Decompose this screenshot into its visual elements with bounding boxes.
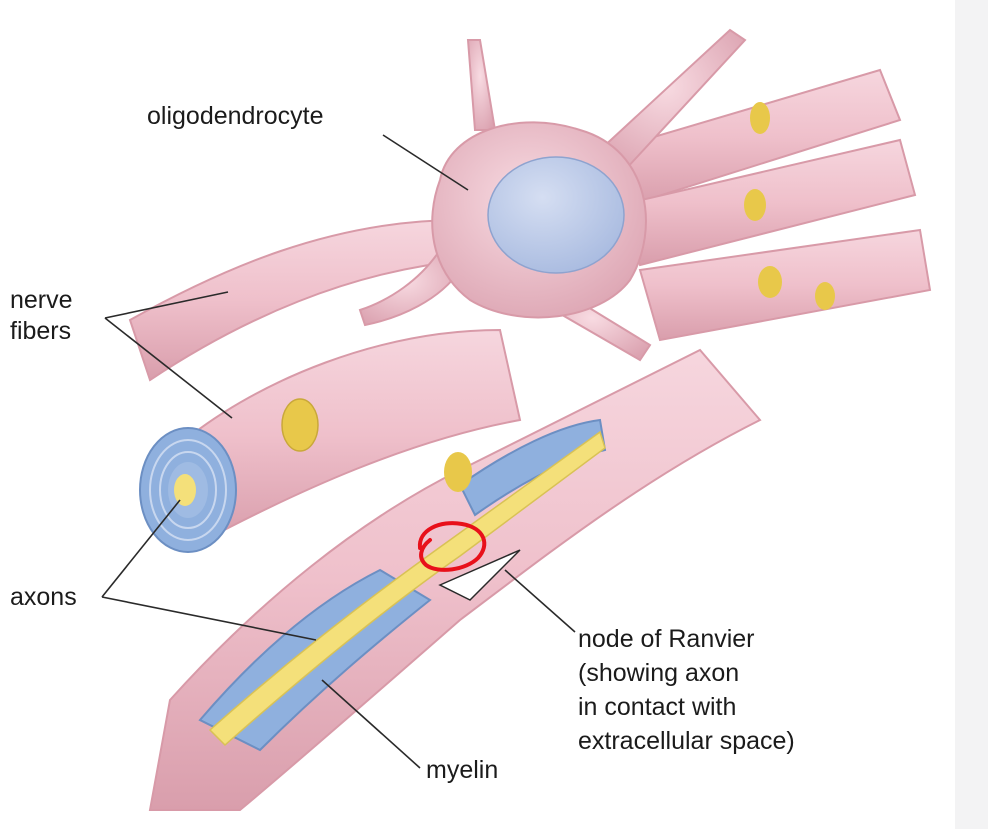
node-left [281, 398, 319, 452]
axon-cross-section [174, 474, 196, 506]
oligodendrocyte [431, 121, 647, 319]
leader-nerve-fibers-2 [104, 317, 233, 419]
leader-oligodendrocyte [382, 134, 469, 191]
node-front [444, 452, 472, 492]
node-upper-2 [744, 189, 766, 221]
leader-myelin [321, 679, 421, 769]
leader-nerve-fibers-1 [104, 291, 229, 319]
oligodendrocyte-nucleus [487, 156, 625, 274]
leader-axons-1 [101, 499, 181, 598]
leader-lines [101, 134, 576, 769]
page-margin-strip [955, 0, 988, 829]
node-upper-3 [758, 266, 782, 298]
label-myelin: myelin [426, 756, 499, 784]
leader-node-of-ranvier [504, 569, 576, 633]
label-axons: axons [10, 583, 77, 611]
node-upper-4 [815, 282, 835, 310]
node-zoom-box [438, 549, 521, 601]
label-oligodendrocyte: oligodendrocyte [147, 102, 324, 130]
label-nerve-fibers: nerve fibers [10, 286, 73, 345]
label-node-of-ranvier: node of Ranvier (showing axon in contact… [578, 625, 795, 755]
node-upper-1 [750, 102, 770, 134]
background-fibers [608, 68, 932, 342]
axon-exposed [208, 430, 606, 747]
leader-axons-2 [101, 596, 317, 641]
node-highlight-circle [417, 521, 487, 572]
